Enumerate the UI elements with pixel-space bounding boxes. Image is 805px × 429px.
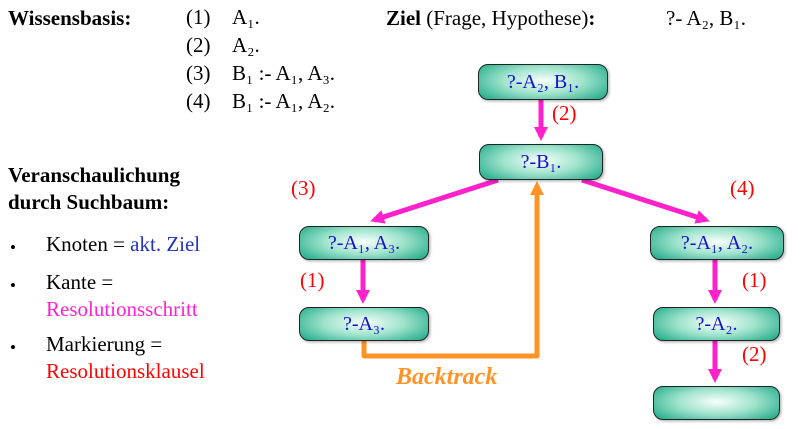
edge-label-2-right: (2) <box>742 342 767 366</box>
legend-markierung-highlight: Resolutionsklausel <box>46 359 205 383</box>
goal-label-colon: : <box>588 6 596 30</box>
edge-b1-a1a2 <box>581 177 710 224</box>
kb-item-number: (3) <box>186 61 211 85</box>
legend-title-line2: durch Suchbaum: <box>8 190 170 214</box>
goal-label-rest: (Frage, Hypothese) <box>421 6 589 30</box>
knowledge-base-title: Wissensbasis: <box>8 6 132 30</box>
kb-item: (3) B₁ :- A₁, A₃. <box>186 61 335 89</box>
kb-item: (1) A₁. <box>186 5 335 33</box>
kb-item-text: A₁. <box>232 5 260 29</box>
edge-label-3: (3) <box>291 176 316 200</box>
kb-item-text: B₁ :- A₁, A₂. <box>232 89 336 113</box>
kb-item: (4) B₁ :- A₁, A₂. <box>186 89 335 117</box>
kb-item: (2) A₂. <box>186 33 335 61</box>
legend-knoten-highlight: akt. Ziel <box>130 232 201 256</box>
kb-item-number: (4) <box>186 89 211 113</box>
legend-item-knoten: • Knoten = akt. Ziel <box>10 231 205 261</box>
edge-label-4: (4) <box>730 176 755 200</box>
bullet-icon: • <box>10 338 16 357</box>
tree-node-a1a3: ?-A₁, A₃. <box>299 226 429 260</box>
tree-node-a3: ?-A₃. <box>299 307 429 341</box>
goal-label: Ziel (Frage, Hypothese): <box>386 6 595 31</box>
legend-title-line1: Veranschaulichung <box>8 163 180 187</box>
goal-label-bold: Ziel <box>386 6 421 30</box>
tree-node-root: ?-A₂, B₁. <box>478 64 608 100</box>
edge-label-1-left: (1) <box>300 268 325 292</box>
edge-label-1-right: (1) <box>742 268 767 292</box>
knowledge-base-list: (1) A₁. (2) A₂. (3) B₁ :- A₁, A₃. (4) B₁… <box>186 5 335 117</box>
kb-item-number: (1) <box>186 5 211 29</box>
tree-node-a1a2: ?-A₁, A₂. <box>650 226 784 260</box>
legend-kante-highlight: Resolutionsschritt <box>46 297 198 321</box>
goal-value: ?- A₂, B₁. <box>666 6 746 30</box>
bullet-icon: • <box>10 276 16 295</box>
kb-item-number: (2) <box>186 33 211 57</box>
tree-node-empty <box>653 386 780 420</box>
legend-knoten-prefix: Knoten = <box>46 232 131 256</box>
kb-item-text: A₂. <box>232 33 260 57</box>
legend-list: • Knoten = akt. Ziel • Kante = Resolution… <box>10 231 205 393</box>
bullet-icon: • <box>10 238 16 257</box>
legend-item-markierung: • Markierung = Resolutionsklausel <box>10 331 205 385</box>
edge-b1-a1a3 <box>370 177 499 224</box>
tree-node-b1: ?-B₁. <box>479 144 603 180</box>
legend-markierung-prefix: Markierung = <box>46 332 163 356</box>
legend-kante-prefix: Kante = <box>46 270 114 294</box>
tree-node-a2: ?-A₂. <box>653 307 780 341</box>
legend-title: Veranschaulichung durch Suchbaum: <box>8 162 180 216</box>
kb-item-text: B₁ :- A₁, A₃. <box>232 61 336 85</box>
edge-label-2-top: (2) <box>552 101 577 125</box>
legend-item-kante: • Kante = Resolutionsschritt <box>10 269 205 323</box>
backtrack-label: Backtrack <box>396 364 498 390</box>
